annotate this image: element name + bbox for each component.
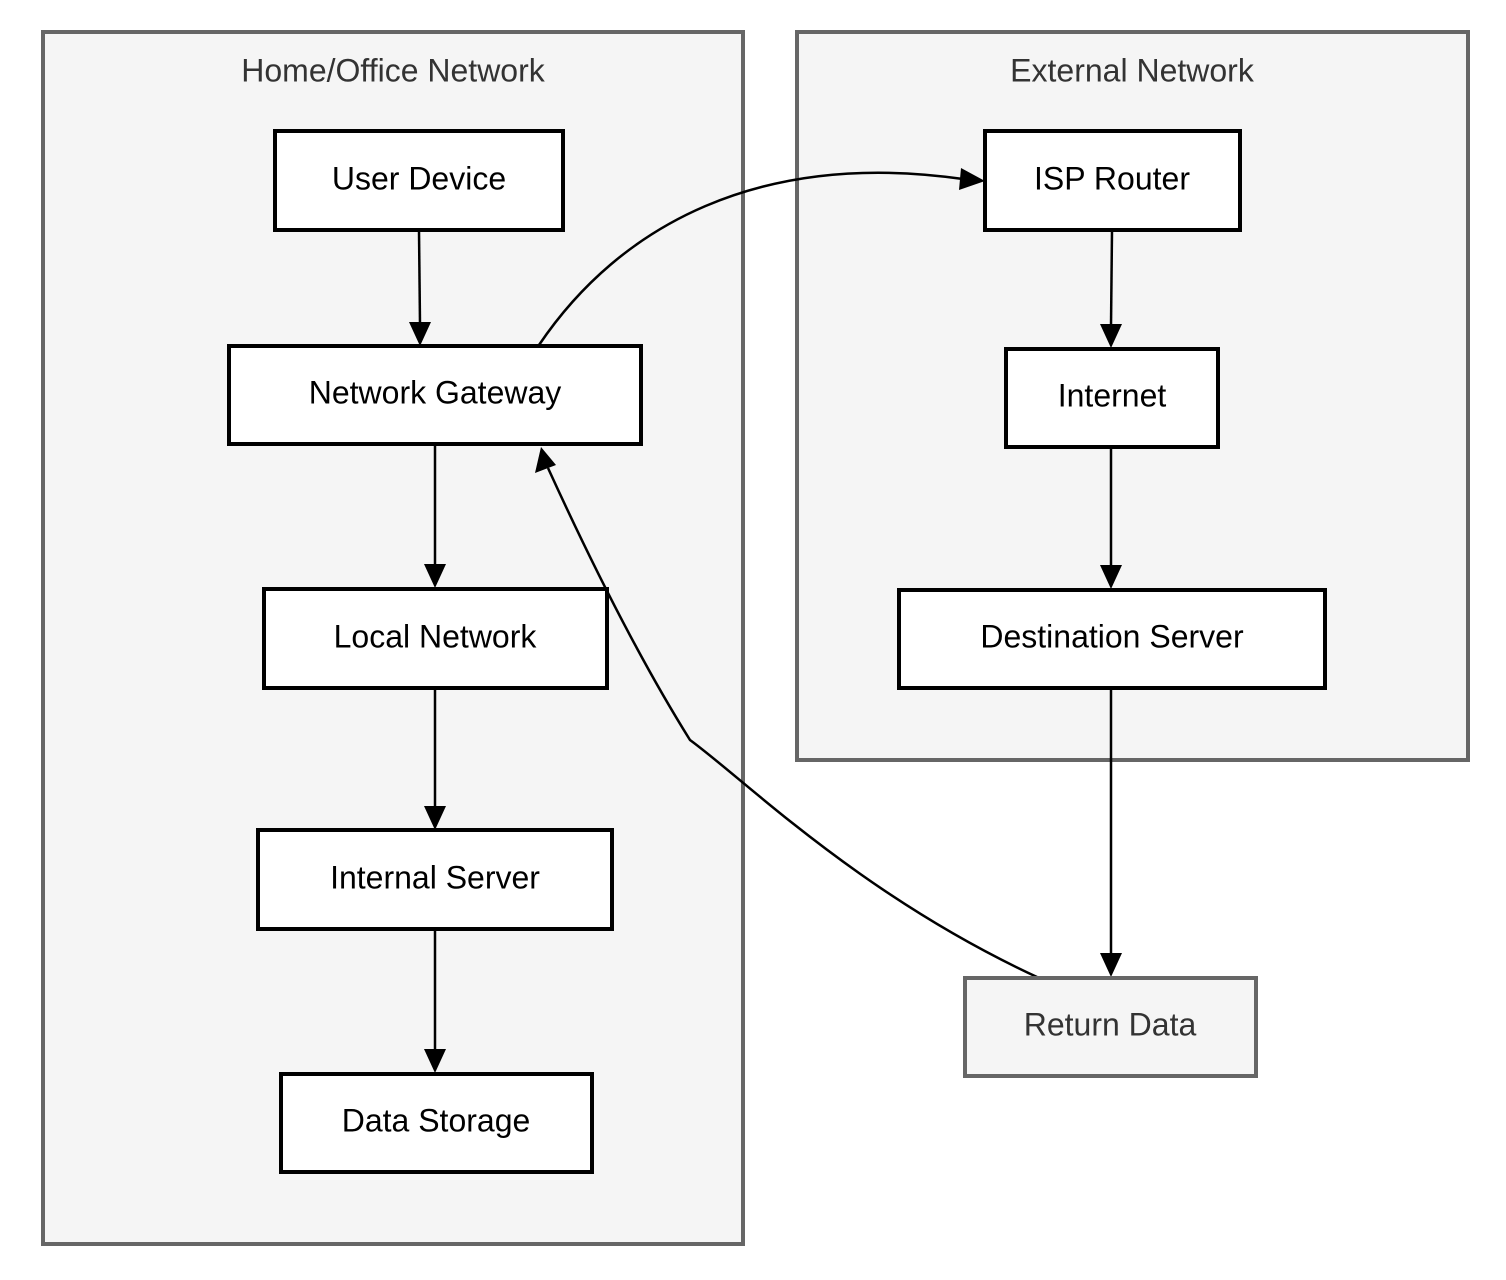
node-internal-server[interactable]: Internal Server — [256, 828, 614, 931]
home-office-network-label: Home/Office Network — [241, 52, 546, 88]
network-gateway-box — [227, 344, 643, 446]
internal-server-box — [256, 828, 614, 931]
local-network-box — [262, 587, 609, 690]
isp-router-label: ISP Router — [1034, 160, 1190, 196]
node-network-gateway[interactable]: Network Gateway — [227, 344, 643, 446]
internet-label: Internet — [1058, 377, 1167, 413]
arrowhead-internet — [1100, 324, 1122, 348]
node-local-network[interactable]: Local Network — [262, 587, 609, 690]
data-storage-box — [279, 1072, 594, 1174]
data-storage-label: Data Storage — [342, 1102, 531, 1138]
network-gateway-label: Network Gateway — [309, 374, 562, 410]
local-network-label: Local Network — [334, 618, 538, 654]
node-return-data[interactable]: Return Data — [963, 976, 1258, 1078]
destination-server-box — [897, 588, 1327, 690]
edge-user-device-to-network-gateway — [417, 230, 422, 325]
user-device-box — [273, 129, 565, 232]
internal-server-label: Internal Server — [330, 859, 540, 895]
node-internet[interactable]: Internet — [1004, 347, 1220, 449]
arrowhead-network-gateway-from-return-data — [535, 447, 556, 473]
return-data-box — [963, 976, 1258, 1078]
internet-box — [1004, 347, 1220, 449]
isp-router-box — [983, 129, 1242, 232]
node-isp-router[interactable]: ISP Router — [983, 129, 1242, 232]
arrowhead-local-network — [424, 564, 446, 588]
arrowhead-destination-server — [1100, 565, 1122, 589]
arrowhead-internal-server — [424, 806, 446, 830]
arrowhead-isp-router — [959, 168, 985, 190]
node-user-device[interactable]: User Device — [273, 129, 565, 232]
edges — [409, 168, 1122, 1073]
node-data-storage[interactable]: Data Storage — [279, 1072, 594, 1174]
arrowhead-data-storage — [424, 1049, 446, 1073]
return-data-label: Return Data — [1024, 1006, 1197, 1042]
edge-network-gateway-to-isp-router — [537, 171, 964, 346]
external-network-label: External Network — [1010, 52, 1255, 88]
arrowhead-network-gateway-from-user-device — [409, 322, 431, 346]
user-device-label: User Device — [332, 160, 506, 196]
arrowhead-return-data — [1100, 953, 1122, 977]
edge-isp-router-to-internet — [1109, 230, 1114, 327]
edge-return-data-to-network-gateway — [546, 467, 1038, 979]
node-destination-server[interactable]: Destination Server — [897, 588, 1327, 690]
destination-server-label: Destination Server — [980, 618, 1244, 654]
